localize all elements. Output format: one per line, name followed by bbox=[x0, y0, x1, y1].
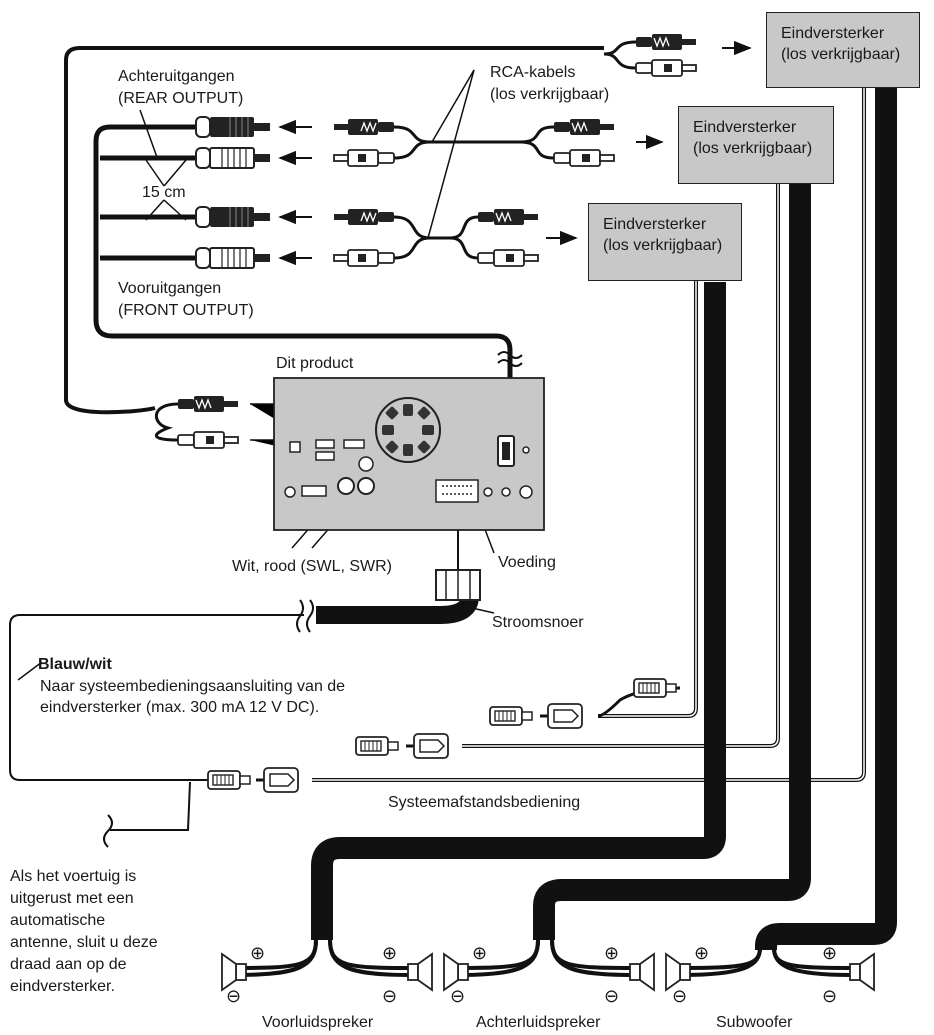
plus-icon: ⊕ bbox=[472, 943, 488, 963]
rca-plug bbox=[333, 149, 395, 167]
front-output-jack-left bbox=[195, 206, 271, 228]
antenna-note-line: eindversterker. bbox=[10, 978, 115, 995]
front-output-sublabel: (FRONT OUTPUT) bbox=[118, 302, 254, 319]
rear-right-speaker-icon bbox=[629, 953, 655, 991]
blue-white-label: Blauw/wit bbox=[38, 656, 112, 673]
remote-connector-male bbox=[633, 678, 677, 698]
antenna-note-line: uitgerust met een bbox=[10, 890, 134, 907]
rear-speaker-wires bbox=[457, 939, 633, 977]
antenna-note-line: Als het voertuig is bbox=[10, 868, 137, 885]
power-label: Voeding bbox=[498, 554, 556, 571]
remote-label: Systeemafstandsbediening bbox=[388, 794, 581, 811]
rear-output-sublabel: (REAR OUTPUT) bbox=[118, 90, 244, 107]
remote-connector-male bbox=[207, 770, 251, 790]
front-speaker-wires bbox=[235, 939, 411, 977]
rear-left-speaker-icon bbox=[443, 953, 469, 991]
amplifier-box: Eindversterker (los verkrijgbaar) bbox=[766, 12, 920, 88]
subwoofer-left-speaker-icon bbox=[665, 953, 691, 991]
rca-plug bbox=[477, 208, 539, 226]
antenna-note: Als het voertuig is uitgerust met een au… bbox=[10, 866, 158, 998]
power-cord-label: Stroomsnoer bbox=[492, 614, 584, 631]
plus-icon: ⊕ bbox=[694, 943, 710, 963]
rear-output-label: Achteruitgangen bbox=[118, 68, 235, 85]
minus-icon: ⊖ bbox=[604, 986, 620, 1006]
antenna-note-line: draad aan op de bbox=[10, 956, 127, 973]
rear-output-jack-left bbox=[195, 116, 271, 138]
rca-plug bbox=[333, 118, 395, 136]
rca-cables-label: RCA-kabels bbox=[490, 64, 576, 81]
amplifier-label: Eindversterker bbox=[781, 25, 885, 42]
amplifier-sublabel: (los verkrijgbaar) bbox=[603, 237, 723, 254]
output-cable-bundle bbox=[93, 124, 513, 440]
amplifier-box: Eindversterker (los verkrijgbaar) bbox=[588, 203, 742, 281]
subwoofer-wires bbox=[679, 947, 853, 977]
remote-connector-female bbox=[413, 733, 449, 759]
minus-icon: ⊖ bbox=[226, 986, 242, 1006]
minus-icon: ⊖ bbox=[822, 986, 838, 1006]
rear-speaker-label: Achterluidspreker bbox=[476, 1014, 601, 1031]
remote-connector-male bbox=[489, 706, 533, 726]
remote-connector-female bbox=[547, 703, 583, 729]
subwoofer-jacks-label: Wit, rood (SWL, SWR) bbox=[232, 558, 393, 575]
product-label: Dit product bbox=[276, 355, 354, 372]
amplifier-box: Eindversterker (los verkrijgbaar) bbox=[678, 106, 834, 184]
minus-icon: ⊖ bbox=[382, 986, 398, 1006]
rca-plug bbox=[635, 59, 697, 77]
rca-plug bbox=[333, 208, 395, 226]
blue-white-description: Naar systeembedieningsaansluiting van de bbox=[40, 678, 346, 695]
head-unit-rear-panel bbox=[273, 377, 545, 531]
blue-white-description: eindversterker (max. 300 mA 12 V DC). bbox=[40, 699, 320, 716]
subwoofer-right-speaker-icon bbox=[849, 953, 875, 991]
front-left-speaker-icon bbox=[221, 953, 247, 991]
subwoofer-label: Subwoofer bbox=[716, 1014, 793, 1031]
amplifier-label: Eindversterker bbox=[603, 216, 707, 233]
front-output-label: Vooruitgangen bbox=[118, 280, 222, 297]
rca-plug bbox=[635, 33, 697, 51]
plus-icon: ⊕ bbox=[250, 943, 266, 963]
front-right-speaker-icon bbox=[407, 953, 433, 991]
amplifier-sublabel: (los verkrijgbaar) bbox=[781, 46, 901, 63]
rear-output-jack-right bbox=[195, 147, 271, 169]
remote-connector-female bbox=[263, 767, 299, 793]
antenna-note-line: automatische bbox=[10, 912, 106, 929]
amplifier-sublabel: (los verkrijgbaar) bbox=[693, 140, 813, 157]
minus-icon: ⊖ bbox=[450, 986, 466, 1006]
subwoofer-rca-plug bbox=[177, 431, 239, 449]
front-output-jack-right bbox=[195, 247, 271, 269]
plus-icon: ⊕ bbox=[822, 943, 838, 963]
length-label: 15 cm bbox=[142, 184, 186, 201]
antenna-note-line: antenne, sluit u deze bbox=[10, 934, 158, 951]
rca-cables-sublabel: (los verkrijgbaar) bbox=[490, 86, 610, 103]
rca-plug bbox=[477, 249, 539, 267]
subwoofer-rca-cable bbox=[64, 46, 604, 415]
subwoofer-rca-plug bbox=[177, 395, 239, 413]
front-speaker-label: Voorluidspreker bbox=[262, 1014, 374, 1031]
remote-connector-male bbox=[355, 736, 399, 756]
rca-plug bbox=[553, 149, 615, 167]
plus-icon: ⊕ bbox=[604, 943, 620, 963]
rca-plug bbox=[333, 249, 395, 267]
plus-icon: ⊕ bbox=[382, 943, 398, 963]
amplifier-label: Eindversterker bbox=[693, 119, 797, 136]
minus-icon: ⊖ bbox=[672, 986, 688, 1006]
rca-plug bbox=[553, 118, 615, 136]
